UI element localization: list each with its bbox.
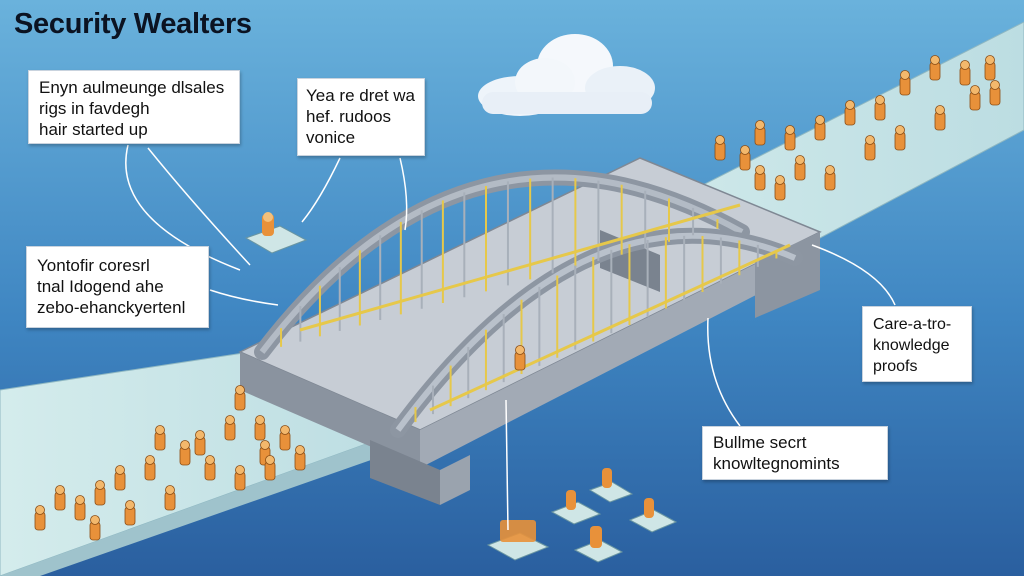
callout-line: Bullme secrt [713,433,807,452]
callout-line: Enyn aulmeunge dlsales [39,78,225,97]
token-platform [588,468,634,503]
callout-line: rigs in favdegh [39,99,150,118]
callout-line: tnal Idogend ahe [37,277,164,296]
token-platform [550,490,602,525]
callout-line: hef. rudoos [306,107,392,126]
callout-top-center: Yea re dret wa hef. rudoos vonice [297,78,425,156]
cloud-icon [478,34,655,116]
token-platform [573,526,624,563]
callout-line: Care-a-tro- [873,316,952,333]
callout-right: Care-a-tro- knowledge proofs [862,306,972,382]
pier-left [370,440,440,505]
callout-bottom-right: Bullme secrt knowltegnomints [702,426,888,480]
callout-top-left: Enyn aulmeunge dlsales rigs in favdegh h… [28,70,240,144]
bridge-deck-side [240,352,420,468]
callout-line: Yea re dret wa [306,86,415,105]
leader-lines [125,144,896,531]
callout-line: hair started up [39,120,148,139]
callout-line: knowltegnomints [713,454,840,473]
callout-line: vonice [306,128,356,147]
callout-line: zebo-ehanckyertenl [37,298,186,317]
cable-rear [299,203,741,332]
page-title: Security Wealters [14,8,252,40]
callout-line: knowledge [873,337,950,354]
callout-line: Yontofir coresrl [37,256,150,275]
bridge-deck-front [420,232,820,468]
token-crowd [34,55,1001,541]
hanger-cables [280,177,778,423]
callout-line: proofs [873,358,918,375]
callout-mid-left: Yontofir coresrl tnal Idogend ahe zebo-e… [26,246,209,328]
cable-front [429,243,791,412]
token-platform [628,498,678,533]
token-platform [486,520,550,561]
pier-right [755,232,820,318]
token-platform [244,212,308,254]
